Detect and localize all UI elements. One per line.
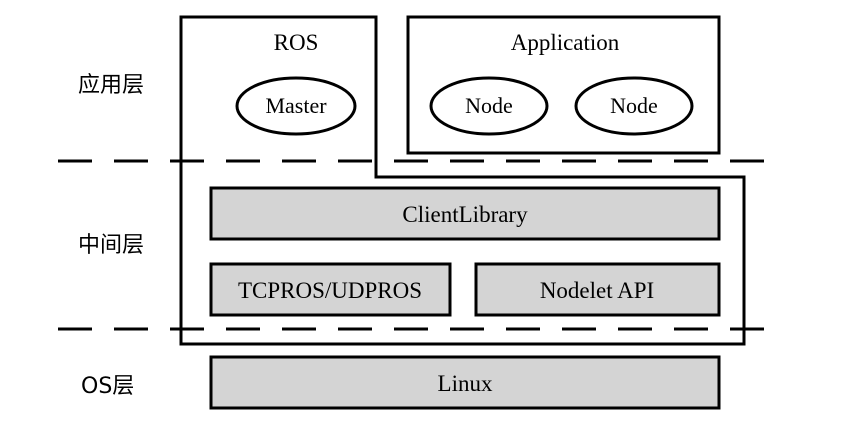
tcpros-box xyxy=(209,262,452,317)
app-node-2 xyxy=(574,76,694,136)
ros-boundary xyxy=(179,15,746,346)
ros-title: ROS xyxy=(274,30,319,55)
app-node-1-label: Node xyxy=(465,93,513,118)
master-label: Master xyxy=(265,93,327,118)
layer-label-os: OS层 xyxy=(81,374,134,399)
application-title: Application xyxy=(511,30,620,55)
layer-label-middle: 中间层 xyxy=(78,233,144,258)
nodelet-label: Nodelet API xyxy=(540,278,654,303)
client-library-box xyxy=(209,186,721,241)
app-node-1 xyxy=(429,76,549,136)
tcpros-label: TCPROS/UDPROS xyxy=(238,278,422,303)
client-library-label: ClientLibrary xyxy=(402,202,528,227)
layer-label-application: 应用层 xyxy=(78,73,144,98)
application-box xyxy=(406,15,721,155)
linux-box xyxy=(209,355,721,410)
linux-label: Linux xyxy=(438,371,493,396)
nodelet-box xyxy=(474,262,721,317)
app-node-2-label: Node xyxy=(610,93,658,118)
master-node xyxy=(235,76,357,136)
